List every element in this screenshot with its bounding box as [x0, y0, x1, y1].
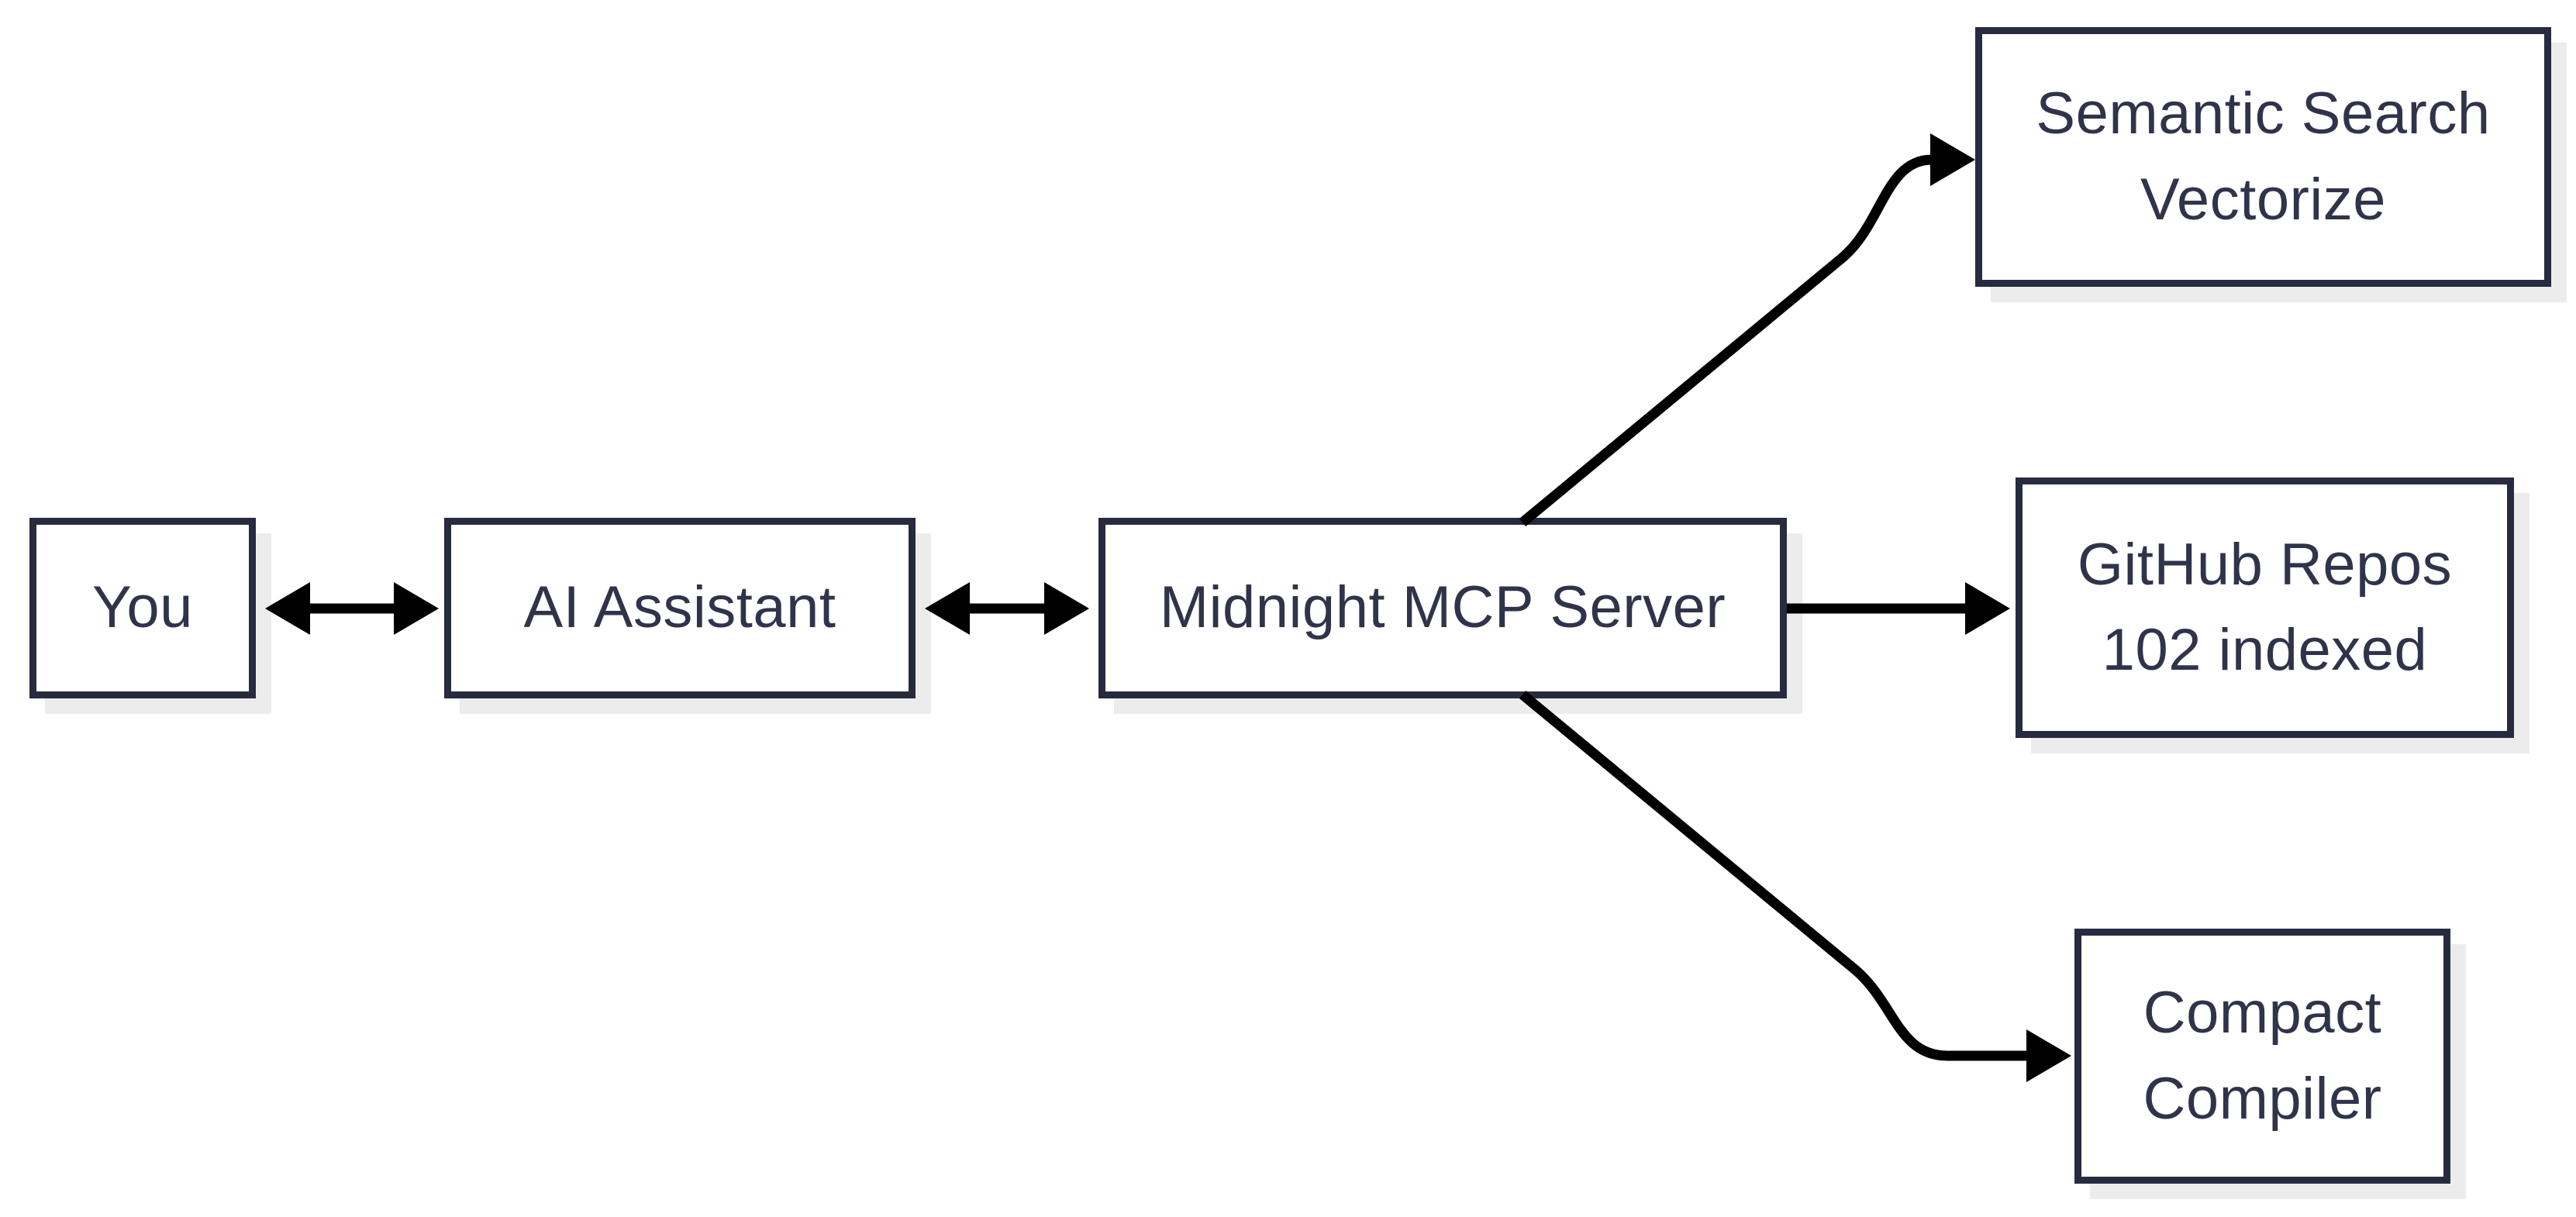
arrowhead-right-icon: [1930, 133, 1975, 186]
node-github-repos: GitHub Repos 102 indexed: [2016, 477, 2514, 738]
arrow-you-ai-bidirectional: [265, 582, 439, 635]
node-ai-assistant-label: AI Assistant: [523, 574, 836, 641]
node-ai-assistant: AI Assistant: [444, 518, 916, 698]
arrowhead-left-icon: [265, 582, 310, 635]
arrow-server-compiler: [1519, 690, 2071, 1082]
node-midnight-mcp-server-label: Midnight MCP Server: [1159, 574, 1726, 641]
arrowhead-right-icon: [1965, 582, 2010, 635]
arrow-curve: [1519, 154, 1933, 527]
node-you-label: You: [92, 574, 193, 641]
node-semantic-search-line1: Semantic Search: [2036, 81, 2491, 147]
node-you: You: [29, 518, 256, 698]
arrowhead-right-icon: [394, 582, 439, 635]
node-compact-compiler: Compact Compiler: [2074, 929, 2450, 1184]
arrow-server-github: [1787, 582, 2010, 635]
node-midnight-mcp-server: Midnight MCP Server: [1098, 518, 1787, 698]
arrow-ai-server-bidirectional: [925, 582, 1089, 635]
arrowhead-right-icon: [1044, 582, 1089, 635]
node-semantic-search-vectorize: Semantic Search Vectorize: [1975, 27, 2551, 287]
node-github-repos-line1: GitHub Repos: [2077, 531, 2453, 598]
arrowhead-right-icon: [2026, 1029, 2071, 1082]
node-compact-compiler-line1: Compact: [2143, 980, 2382, 1046]
arrowhead-left-icon: [925, 582, 970, 635]
arrow-curve: [1519, 690, 2029, 1061]
node-github-repos-line2: 102 indexed: [2102, 617, 2428, 683]
node-semantic-search-line2: Vectorize: [2140, 166, 2387, 233]
arrow-server-vectorize: [1519, 133, 1975, 527]
node-compact-compiler-line2: Compiler: [2143, 1065, 2382, 1132]
